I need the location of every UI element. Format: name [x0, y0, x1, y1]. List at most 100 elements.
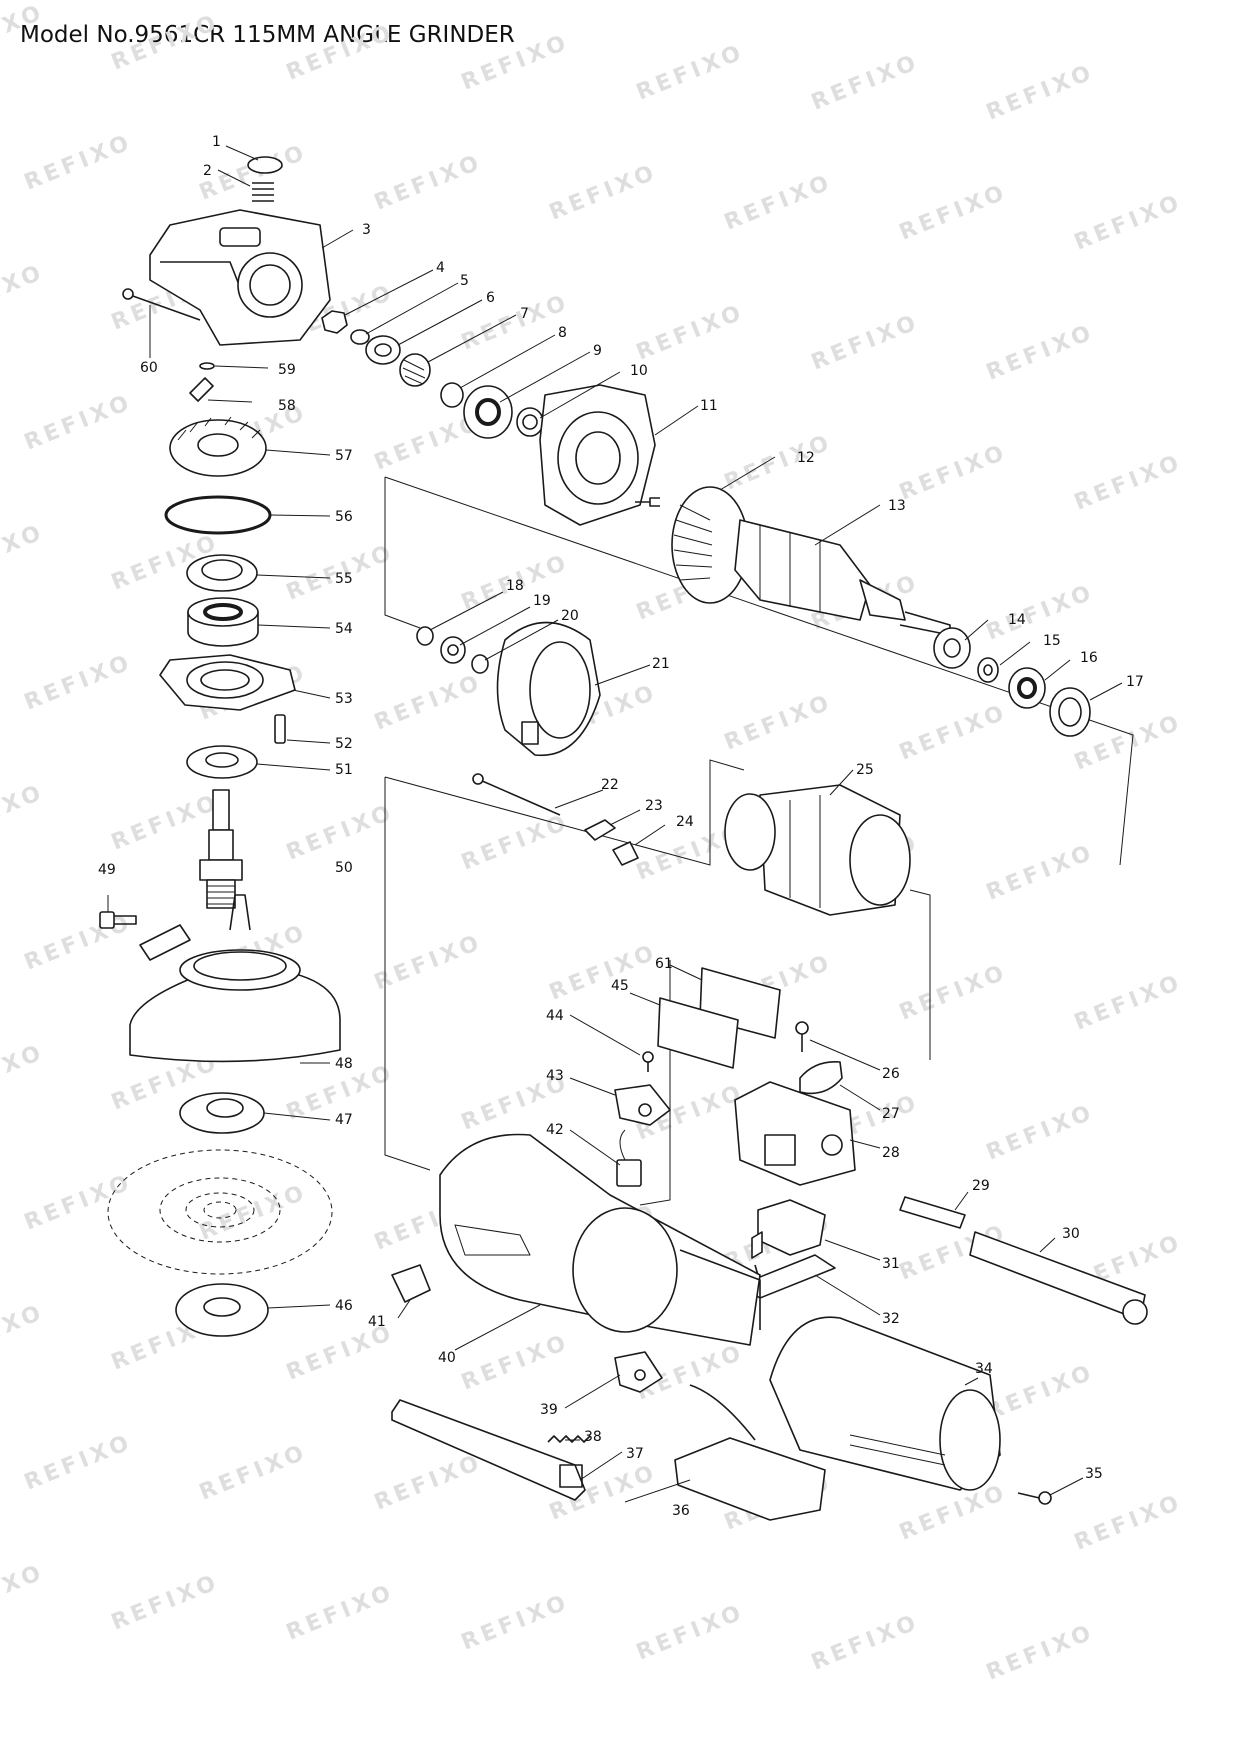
watermark-text-85: REFIXO: [108, 1570, 223, 1636]
part-55-labyrinth-ring: [186, 554, 258, 592]
group-outlines: [384, 476, 1134, 1206]
callout-5: 5: [460, 273, 469, 289]
part-57-bevel-gear: [169, 416, 267, 477]
watermark-text-27: REFIXO: [1071, 450, 1186, 516]
part-36-rear-cover-insert: [674, 1384, 826, 1521]
part-9-ball-bearing: [463, 385, 513, 439]
callout-25: 25: [856, 762, 874, 778]
part-50-spindle: [199, 789, 243, 909]
watermark-text-25: REFIXO: [721, 430, 836, 496]
part-14-bearing: [933, 627, 971, 669]
callout-42: 42: [546, 1122, 564, 1138]
part-7-sleeve: [399, 353, 431, 387]
part-13-armature: [734, 519, 951, 636]
callout-50: 50: [335, 860, 353, 876]
part-22-screw: [472, 773, 561, 816]
part-10-washer: [516, 407, 544, 437]
callout-14: 14: [1008, 612, 1026, 628]
watermark-text-13: REFIXO: [1071, 190, 1186, 256]
part-4-nut: [321, 310, 348, 334]
callout-34: 34: [975, 1361, 993, 1377]
callout-57: 57: [335, 448, 353, 464]
watermark-text-70: REFIXO: [0, 1300, 48, 1366]
group-outline-housing: [384, 759, 745, 866]
part-18-washer: [416, 626, 434, 646]
leader-lines: [107, 145, 1123, 1503]
part-51-labyrinth-ring: [186, 745, 258, 779]
watermark-text-48: REFIXO: [983, 840, 1098, 906]
watermark-text-0: REFIXO: [0, 0, 48, 66]
watermark-text-51: REFIXO: [371, 930, 486, 996]
callout-48: 48: [335, 1056, 353, 1072]
callout-9: 9: [593, 343, 602, 359]
callout-58: 58: [278, 398, 296, 414]
watermark-text-17: REFIXO: [458, 290, 573, 356]
watermark-text-62: REFIXO: [983, 1100, 1098, 1166]
watermark-text-56: REFIXO: [0, 1040, 48, 1106]
callout-41: 41: [368, 1314, 386, 1330]
part-5-washer: [350, 329, 370, 345]
callout-35: 35: [1085, 1466, 1103, 1482]
callout-31: 31: [882, 1256, 900, 1272]
callout-60: 60: [140, 360, 158, 376]
callout-17: 17: [1126, 674, 1144, 690]
watermark-text-78: REFIXO: [196, 1440, 311, 1506]
watermark-text-35: REFIXO: [21, 650, 136, 716]
watermark-text-21: REFIXO: [21, 390, 136, 456]
callout-23: 23: [645, 798, 663, 814]
callout-24: 24: [676, 814, 694, 830]
watermark-text-18: REFIXO: [633, 300, 748, 366]
watermark-text-28: REFIXO: [0, 520, 48, 586]
part-27-strain-relief: [799, 1061, 843, 1095]
watermark-text-44: REFIXO: [283, 800, 398, 866]
callout-22: 22: [601, 777, 619, 793]
callout-47: 47: [335, 1112, 353, 1128]
part-29-cord-guard: [899, 1196, 966, 1229]
callout-43: 43: [546, 1068, 564, 1084]
part-12-fan: [635, 486, 749, 604]
group-outline-brush: [639, 960, 671, 1206]
callout-44: 44: [546, 1008, 564, 1024]
callout-13: 13: [888, 498, 906, 514]
part-2-spring: [252, 182, 274, 202]
part-23-clip: [584, 819, 616, 841]
watermark-text-84: REFIXO: [0, 1560, 48, 1626]
part-3-gear-housing: [149, 209, 331, 346]
watermark-text-79: REFIXO: [371, 1450, 486, 1516]
group-outline-housing-left: [384, 777, 431, 1171]
part-31-switch: [751, 1199, 826, 1259]
callout-46: 46: [335, 1298, 353, 1314]
callout-56: 56: [335, 509, 353, 525]
callout-54: 54: [335, 621, 353, 637]
watermark-text-45: REFIXO: [458, 810, 573, 876]
part-58-pin: [189, 377, 214, 402]
watermark-text-5: REFIXO: [808, 50, 923, 116]
part-16-ball-bearing: [1008, 667, 1046, 709]
part-39-brush-holder: [614, 1351, 663, 1393]
callout-4: 4: [436, 260, 445, 276]
callout-27: 27: [882, 1106, 900, 1122]
part-19-insulation-washer: [440, 636, 466, 664]
part-21-fan-guide: [496, 621, 601, 757]
callout-29: 29: [972, 1178, 990, 1194]
part-38-spring: [547, 1435, 591, 1443]
watermark-text-10: REFIXO: [546, 160, 661, 226]
group-outline-switch: [909, 889, 931, 1060]
callout-6: 6: [486, 290, 495, 306]
part-60-screw: [122, 288, 201, 321]
callout-39: 39: [540, 1402, 558, 1418]
part-25-field: [724, 784, 911, 916]
watermark-text-12: REFIXO: [896, 180, 1011, 246]
callout-21: 21: [652, 656, 670, 672]
part-45-name-plate: [657, 997, 739, 1069]
watermark-text-55: REFIXO: [1071, 970, 1186, 1036]
part-43-brush-holder: [614, 1084, 671, 1126]
part-42-carbon-brush: [616, 1129, 642, 1187]
part-17-rubber-ring: [1049, 687, 1091, 737]
group-outline-motor: [384, 476, 1134, 866]
watermark-text-6: REFIXO: [983, 60, 1098, 126]
callout-28: 28: [882, 1145, 900, 1161]
part-26-screw: [795, 1021, 809, 1052]
watermark-text-4: REFIXO: [633, 40, 748, 106]
part-11-bearing-retainer: [539, 384, 656, 526]
